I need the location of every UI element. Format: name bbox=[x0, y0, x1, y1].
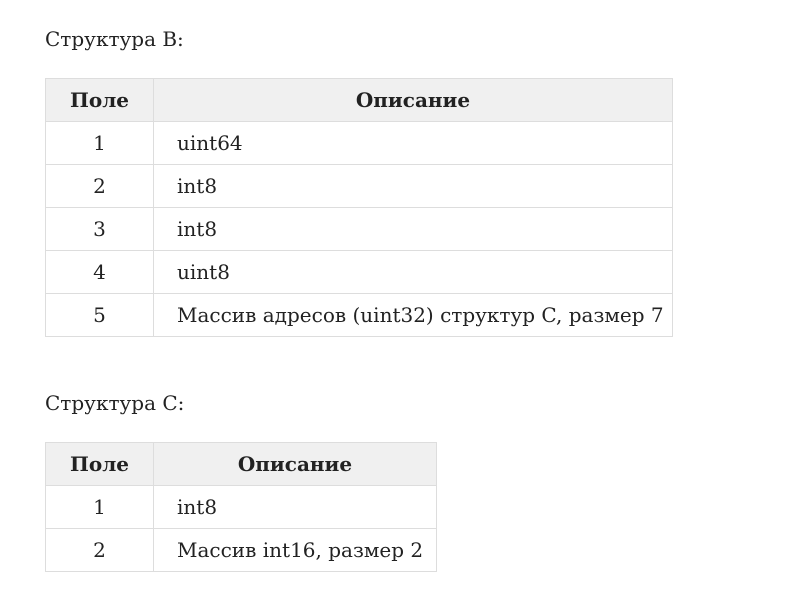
column-header-description: Описание bbox=[153, 442, 437, 486]
struct-c-caption: Структура C: bbox=[45, 391, 185, 415]
struct-c-table: Поле Описание 1 int8 2 Массив int16, раз… bbox=[45, 442, 437, 572]
cell-description: int8 bbox=[153, 164, 673, 208]
table-header-row: Поле Описание bbox=[45, 78, 673, 122]
cell-field: 5 bbox=[45, 293, 154, 337]
column-header-field: Поле bbox=[45, 78, 154, 122]
cell-field: 4 bbox=[45, 250, 154, 294]
table-row: 1 uint64 bbox=[45, 121, 673, 165]
column-header-field: Поле bbox=[45, 442, 154, 486]
table-row: 2 Массив int16, размер 2 bbox=[45, 528, 437, 572]
cell-field: 1 bbox=[45, 121, 154, 165]
cell-field: 3 bbox=[45, 207, 154, 251]
struct-b-table: Поле Описание 1 uint64 2 int8 3 int8 4 u… bbox=[45, 78, 673, 337]
cell-field: 2 bbox=[45, 164, 154, 208]
cell-description: int8 bbox=[153, 207, 673, 251]
cell-field: 1 bbox=[45, 485, 154, 529]
struct-b-caption: Структура B: bbox=[45, 27, 184, 51]
table-row: 2 int8 bbox=[45, 164, 673, 208]
table-row: 4 uint8 bbox=[45, 250, 673, 294]
cell-field: 2 bbox=[45, 528, 154, 572]
table-row: 1 int8 bbox=[45, 485, 437, 529]
cell-description: uint64 bbox=[153, 121, 673, 165]
cell-description: Массив адресов (uint32) структур C, разм… bbox=[153, 293, 673, 337]
table-header-row: Поле Описание bbox=[45, 442, 437, 486]
cell-description: uint8 bbox=[153, 250, 673, 294]
table-row: 5 Массив адресов (uint32) структур C, ра… bbox=[45, 293, 673, 337]
cell-description: Массив int16, размер 2 bbox=[153, 528, 437, 572]
table-row: 3 int8 bbox=[45, 207, 673, 251]
column-header-description: Описание bbox=[153, 78, 673, 122]
cell-description: int8 bbox=[153, 485, 437, 529]
